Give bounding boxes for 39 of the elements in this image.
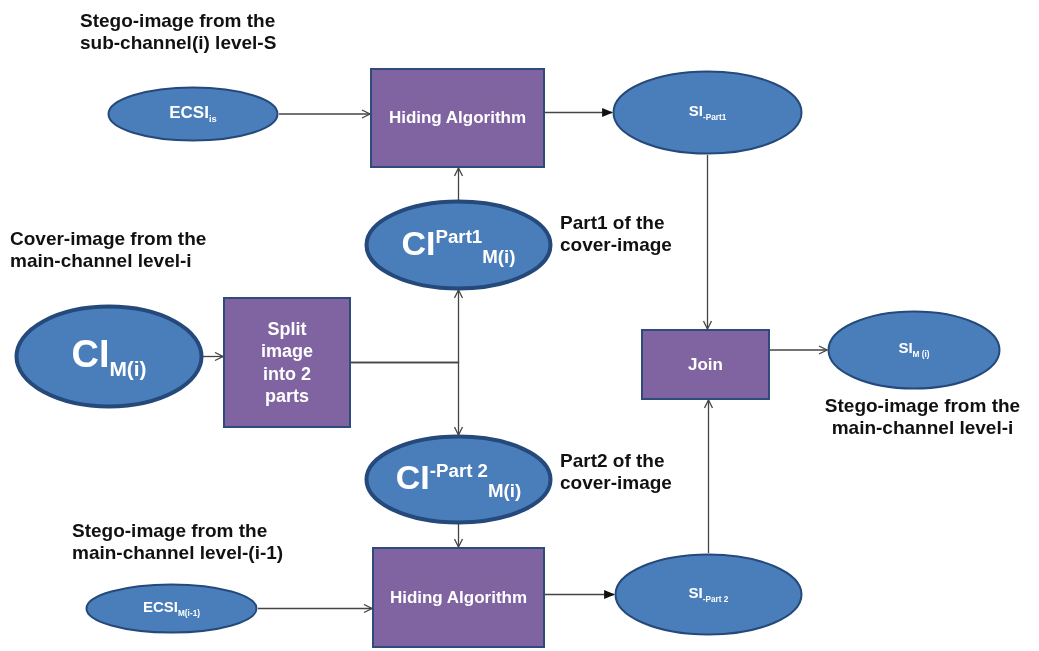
arrow — [278, 109, 371, 119]
process-box — [223, 297, 351, 428]
process-box — [372, 547, 545, 648]
node-label: ECSI$_{is}$ — [168, 101, 218, 127]
arrow — [257, 603, 373, 614]
node-label: ECSI$_{M(i-1)}$ — [142, 597, 201, 620]
node-label: Split image into 2 parts — [260, 317, 314, 408]
node-caption: Part1 of the cover-image — [560, 212, 673, 256]
process-box — [370, 68, 545, 168]
arrow — [453, 167, 464, 201]
arrow — [702, 154, 713, 330]
node-caption: Part2 of the cover-image — [560, 450, 673, 494]
node-caption: Stego-image from the sub-channel(i) level-S — [80, 10, 278, 54]
data-ellipse — [827, 310, 1001, 390]
node-label: CI$_{M(i)}$ — [70, 332, 148, 382]
node-caption: Cover-image from the main-channel level-i — [10, 228, 208, 272]
node-label: SI$_{-Part 2}$ — [687, 583, 730, 606]
node-label: SI$_{-Part1}$ — [687, 101, 728, 124]
node-label: Join — [687, 353, 724, 376]
process-box — [641, 329, 770, 400]
data-ellipse — [15, 305, 203, 408]
node-label: SI$_{M (i)}$ — [897, 339, 931, 361]
arrow — [544, 590, 616, 599]
node-caption: Stego-image from the main-channel level-i — [823, 395, 1022, 439]
data-ellipse — [365, 200, 552, 290]
data-ellipse — [107, 86, 279, 142]
data-ellipse — [612, 70, 803, 155]
arrow — [202, 351, 224, 362]
node-label: Hiding Algorithm — [387, 107, 528, 129]
arrow — [350, 361, 464, 436]
data-ellipse — [614, 553, 803, 636]
data-ellipse — [365, 435, 552, 524]
arrow — [703, 399, 714, 554]
arrow — [453, 523, 464, 548]
arrow — [769, 345, 828, 355]
arrow — [544, 108, 614, 117]
node-caption: Stego-image from the main-channel level-(i-1) — [72, 520, 285, 564]
node-label: Hiding Algorithm — [388, 586, 529, 609]
data-ellipse — [85, 583, 258, 634]
